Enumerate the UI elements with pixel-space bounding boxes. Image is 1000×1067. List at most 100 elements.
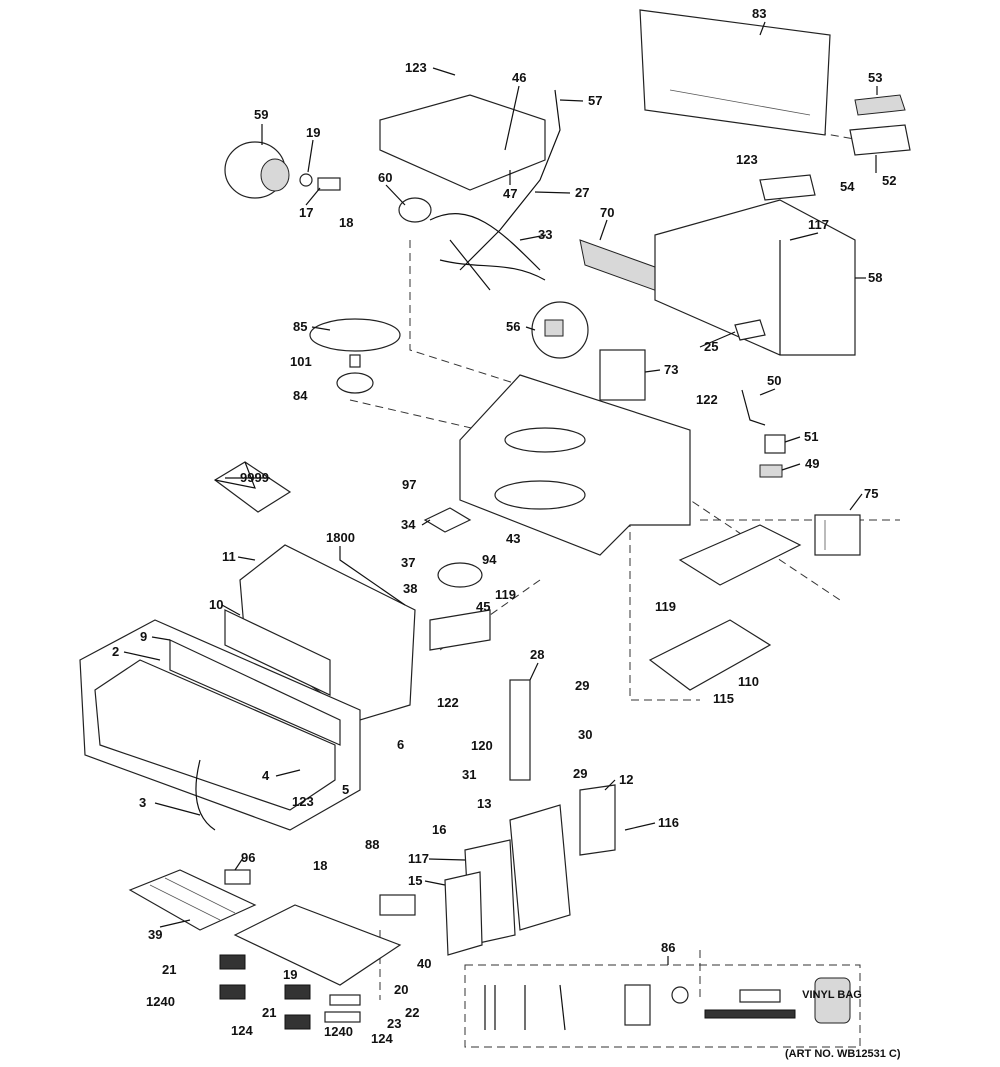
hardware-kit-86: VINYL BAG (464, 964, 862, 1048)
base-tray (678, 524, 802, 586)
part-label: 9999 (240, 470, 269, 485)
bracket-17 (317, 177, 341, 191)
part-label: 20 (394, 982, 408, 997)
part-label: 58 (868, 270, 882, 285)
part-label: 39 (148, 927, 162, 942)
part-label: 13 (477, 796, 491, 811)
part-label: 88 (365, 837, 379, 852)
part-label: 57 (588, 93, 602, 108)
part-label: 110 (738, 674, 759, 689)
part-label: 46 (512, 70, 526, 85)
part-label: 122 (696, 392, 718, 407)
part-label: 6 (397, 737, 404, 752)
part-label: 34 (401, 517, 416, 532)
part-label: 52 (882, 173, 896, 188)
part-label: 25 (704, 339, 718, 354)
roller-ring-84 (336, 372, 374, 394)
part-label: 31 (462, 767, 476, 782)
part-label: 73 (664, 362, 678, 377)
part-label: 117 (808, 217, 829, 232)
part-label: 4 (262, 768, 270, 783)
part-label: 19 (283, 967, 297, 982)
part-label: 117 (408, 851, 429, 866)
part-label: 43 (506, 531, 520, 546)
stirrer-34 (423, 507, 472, 533)
part-45 (429, 609, 491, 651)
part-label: 119 (495, 587, 516, 602)
part-label: 123 (736, 152, 758, 167)
part-label: 115 (713, 691, 734, 706)
control-box-46 (379, 94, 546, 191)
oven-cavity (459, 374, 691, 556)
part-label: 18 (313, 858, 327, 873)
bracket-54 (759, 174, 816, 201)
control-panel-13 (509, 804, 571, 931)
part-label: 1240 (146, 994, 175, 1009)
part-label: 11 (222, 549, 236, 564)
part-label: 59 (254, 107, 268, 122)
power-cord-57 (459, 89, 561, 271)
part-label: 84 (293, 388, 308, 403)
art-number: (ART NO. WB12531 C) (785, 1048, 901, 1060)
part-label: 21 (162, 962, 176, 977)
part-label: 85 (293, 319, 307, 334)
part-label: 10 (209, 597, 223, 612)
part-label: 53 (868, 70, 882, 85)
part-label: 12 (619, 772, 633, 787)
part-label: 15 (408, 873, 422, 888)
part-label: 19 (306, 125, 320, 140)
part-label: 21 (262, 1005, 276, 1020)
part-22-23 (324, 994, 361, 1023)
stirrer-37 (437, 562, 483, 588)
part-label: 5 (342, 782, 349, 797)
part-label: 56 (506, 319, 520, 334)
leader-lines (123, 21, 878, 965)
door-assembly-1800 (79, 544, 416, 831)
part-label: 122 (437, 695, 459, 710)
part-label: 29 (575, 678, 589, 693)
part-label: 97 (402, 477, 416, 492)
bulb-19 (299, 173, 313, 187)
part-label: 45 (476, 599, 490, 614)
vinyl-bag-text: VINYL BAG (802, 989, 862, 1001)
latch-28 (509, 679, 531, 781)
part-label: 22 (405, 1005, 419, 1020)
part-label: 40 (417, 956, 431, 971)
part-label: 33 (538, 227, 552, 242)
part-label: 38 (403, 581, 417, 596)
part-label: 120 (471, 738, 493, 753)
part-label: 51 (804, 429, 818, 444)
part-label: 17 (299, 205, 313, 220)
part-label: 86 (661, 940, 675, 955)
rack-39 (128, 869, 257, 931)
tray-110 (648, 619, 772, 691)
part-label: 119 (655, 599, 676, 614)
thermal-56 (531, 301, 589, 359)
part-52 (849, 124, 911, 156)
part-label: 124 (231, 1023, 253, 1038)
filters-21-1240 (219, 954, 311, 1030)
part-label: 29 (573, 766, 587, 781)
part-label: 96 (241, 850, 255, 865)
magnetron-73 (599, 349, 646, 401)
motor-60 (398, 197, 432, 223)
part-label: 75 (864, 486, 878, 501)
part-12 (579, 784, 616, 856)
fan-motor-59 (224, 141, 290, 199)
part-label: 116 (658, 815, 679, 830)
part-label: 28 (530, 647, 544, 662)
part-label: 50 (767, 373, 781, 388)
part-label: 30 (578, 727, 592, 742)
part-label: 60 (378, 170, 392, 185)
part-25 (734, 319, 766, 341)
panel-15 (444, 871, 483, 956)
part-label: 9 (140, 629, 147, 644)
envelope-9999 (213, 461, 292, 513)
part-label: 83 (752, 6, 766, 21)
part-label: 49 (805, 456, 819, 471)
door-panels (169, 609, 341, 746)
part-label: 54 (840, 179, 855, 194)
part-label: 70 (600, 205, 614, 220)
